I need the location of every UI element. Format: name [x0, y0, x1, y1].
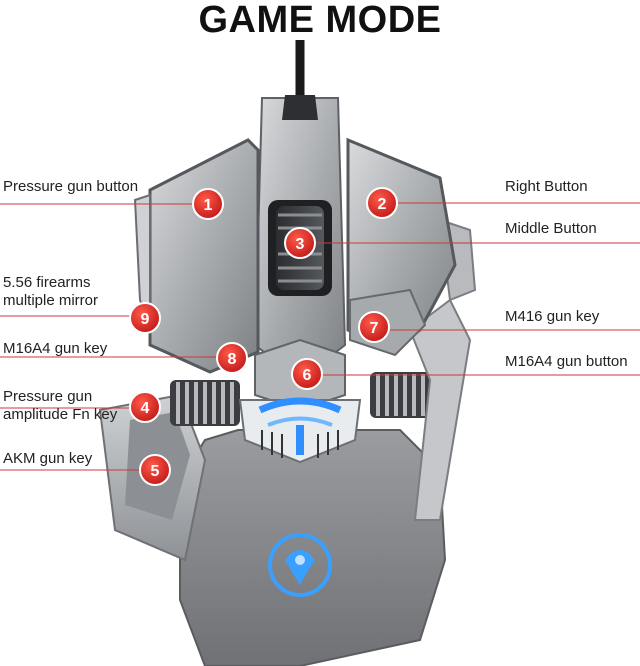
callout-number-1: 1: [204, 197, 213, 214]
label-m16a4-gun-key: M16A4 gun key: [3, 340, 108, 357]
callout-number-5: 5: [151, 463, 160, 480]
callout-badge-4: [129, 391, 161, 423]
callout-badge-1: [192, 188, 224, 220]
callout-number-2: 2: [378, 196, 387, 213]
label-firearms-mirror: 5.56 firearms multiple mirror: [3, 274, 99, 309]
leader-lines: [0, 202, 640, 471]
left-button-shell: [148, 138, 260, 374]
label-middle-button: Middle Button: [505, 220, 597, 237]
callout-number-8: 8: [228, 351, 237, 368]
callout-badge-2: [366, 187, 398, 219]
callout-badge-5: [139, 454, 171, 486]
label-pressure-gun-button: Pressure gun button: [3, 178, 139, 195]
callout-number-9: 9: [141, 311, 150, 328]
left-spring: [170, 380, 240, 426]
label-akm-gun-key: AKM gun key: [3, 450, 93, 467]
callout-badge-7: [358, 311, 390, 343]
rgb-vent: [238, 397, 362, 464]
callout-badge-6: [291, 358, 323, 390]
callout-number-4: 4: [141, 400, 150, 417]
callout-number-6: 6: [303, 367, 312, 384]
callout-badge-3: [284, 227, 316, 259]
label-pressure-gun-fn-key: Pressure gun amplitude Fn key: [3, 388, 118, 423]
callout-number-3: 3: [296, 236, 305, 253]
label-m416-gun-key: M416 gun key: [505, 308, 600, 325]
label-m16a4-gun-button: M16A4 gun button: [505, 353, 628, 370]
callout-badge-8: [216, 342, 248, 374]
callout-number-7: 7: [370, 320, 379, 337]
diagram-title: GAME MODE: [198, 0, 442, 41]
callout-badge-9: [129, 302, 161, 334]
palm-rest: [179, 429, 447, 666]
label-right-button: Right Button: [505, 178, 588, 195]
logo-emblem-icon: [268, 533, 332, 597]
